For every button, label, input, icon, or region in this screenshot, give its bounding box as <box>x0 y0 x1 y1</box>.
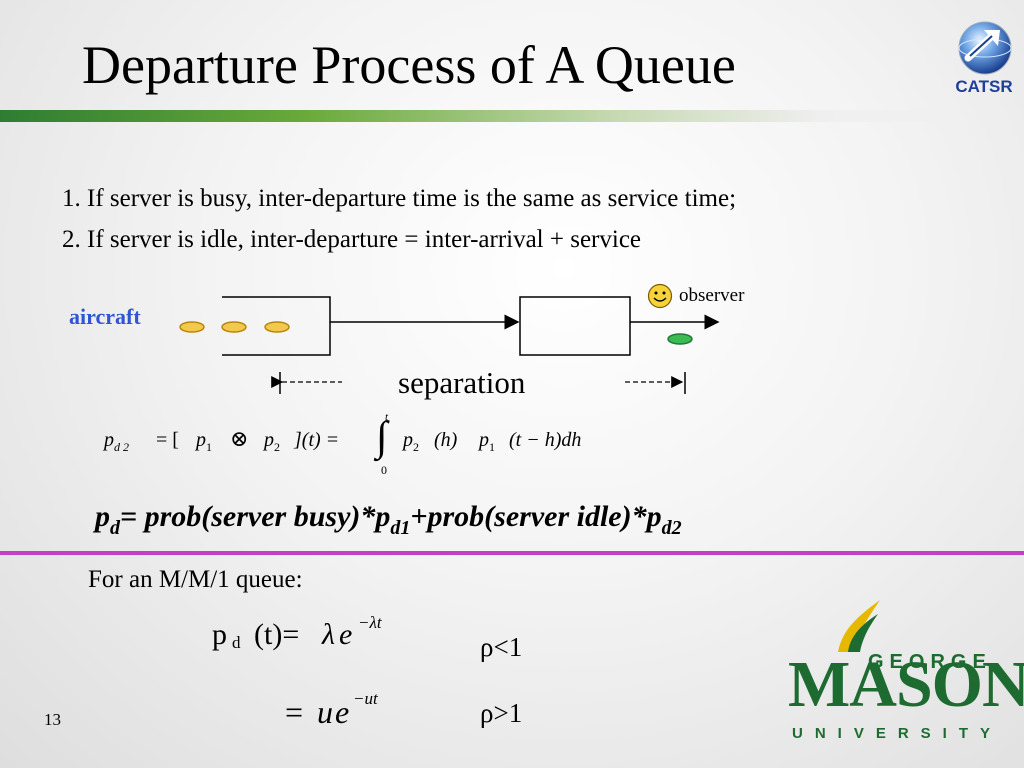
gmu-logo: GEORGE MASON UNIVERSITY <box>788 596 1024 746</box>
convolution-formula: pd 2 = [ p1 ⊗ p2 ](t) = t ∫ 0 p2 (h) p1 … <box>104 411 582 477</box>
aircraft-waiting-2 <box>221 321 247 333</box>
aircraft-waiting-3 <box>264 321 290 333</box>
slide-title: Departure Process of A Queue <box>82 35 736 95</box>
condition-rho-lt-1: ρ<1 <box>480 632 523 662</box>
mm1-formula-rho-lt-1: p d (t)= λ e −λt <box>212 613 382 652</box>
catsr-logo: CATSR <box>950 14 1020 102</box>
queue-box <box>222 296 331 356</box>
gmu-mason-text: MASON <box>788 648 1024 721</box>
gmu-george-text: GEORGE <box>868 651 992 673</box>
aircraft-waiting-1 <box>179 321 205 333</box>
smiley-observer-icon <box>647 283 673 309</box>
separation-label: separation <box>398 365 526 400</box>
globe-arrow-icon <box>958 21 1012 75</box>
catsr-logo-text: CATSR <box>955 77 1013 96</box>
page-number: 13 <box>44 710 61 729</box>
point-busy: 1. If server is busy, inter-departure ti… <box>62 185 737 212</box>
section-divider <box>0 551 1024 555</box>
mm1-formula-rho-gt-1: = u e −ut <box>285 689 378 730</box>
aircraft-label: aircraft <box>69 304 141 329</box>
condition-rho-gt-1: ρ>1 <box>480 698 523 728</box>
observer-label: observer <box>679 285 745 306</box>
total-departure-formula: pd= prob(server busy)*pd1+prob(server id… <box>95 500 682 539</box>
queue-diagram <box>179 296 720 394</box>
title-underline-bar <box>0 110 1024 122</box>
gmu-university-text: UNIVERSITY <box>792 725 1003 742</box>
aircraft-departed <box>667 333 693 345</box>
integral-sign: ∫ <box>376 414 388 460</box>
server-box <box>519 296 631 356</box>
point-idle: 2. If server is idle, inter-departure = … <box>62 226 642 253</box>
gmu-flame-icon <box>838 600 880 652</box>
mm1-heading: For an M/M/1 queue: <box>88 566 303 593</box>
